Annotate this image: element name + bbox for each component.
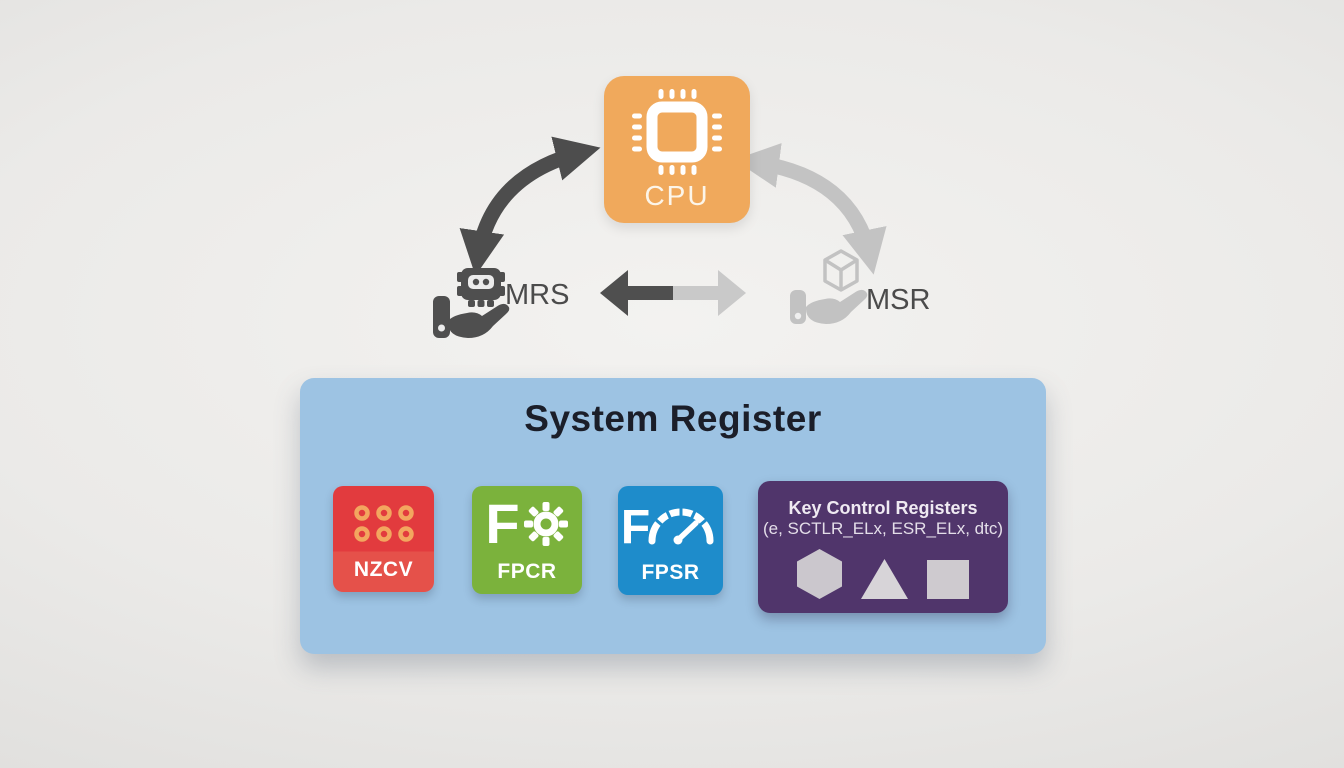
dots-grid-icon bbox=[354, 505, 414, 542]
curved-arrow-cpu-mrs-icon bbox=[459, 136, 601, 275]
msr-instruction: MSR bbox=[786, 246, 931, 328]
system-register-title: System Register bbox=[524, 398, 822, 439]
key-control-shapes bbox=[758, 547, 1008, 599]
system-register-panel: System Register NZCV F bbox=[300, 378, 1046, 654]
msr-label: MSR bbox=[866, 284, 931, 316]
fpcr-icon-row: F bbox=[472, 496, 582, 552]
nzcv-label: NZCV bbox=[353, 558, 414, 581]
chip-icon bbox=[632, 89, 722, 175]
fpcr-label: FPCR bbox=[497, 560, 557, 583]
nzcv-register-tile: NZCV bbox=[333, 486, 434, 592]
key-control-title: Key Control Registers bbox=[788, 498, 978, 518]
fpsr-register-tile: F FPSR bbox=[618, 486, 723, 595]
square-shape bbox=[927, 560, 969, 599]
fpsr-letter: F bbox=[620, 501, 651, 554]
gear-icon bbox=[523, 502, 568, 546]
double-arrow-mrs-msr-icon bbox=[600, 270, 746, 316]
fpcr-register-tile: F FPCR bbox=[472, 486, 582, 594]
cpu-label: CPU bbox=[644, 180, 710, 211]
hand-holding-chip-icon bbox=[433, 268, 510, 338]
triangle-shape bbox=[861, 559, 908, 599]
key-control-subtitle: (e, SCTLR_ELx, ESR_ELx, dtc) bbox=[763, 519, 1003, 538]
mrs-instruction: MRS bbox=[428, 266, 570, 346]
key-control-registers-panel: Key Control Registers (e, SCTLR_ELx, ESR… bbox=[758, 481, 1008, 613]
cpu-node: CPU bbox=[604, 76, 750, 223]
curved-arrow-cpu-msr-icon bbox=[740, 143, 887, 275]
fpcr-letter: F bbox=[485, 492, 520, 555]
gauge-icon bbox=[648, 507, 714, 545]
hand-holding-cube-icon bbox=[790, 249, 868, 324]
fpsr-label: FPSR bbox=[641, 561, 700, 584]
fpsr-icon-row: F bbox=[618, 496, 723, 552]
mrs-label: MRS bbox=[505, 279, 570, 311]
hexagon-shape bbox=[797, 549, 842, 599]
